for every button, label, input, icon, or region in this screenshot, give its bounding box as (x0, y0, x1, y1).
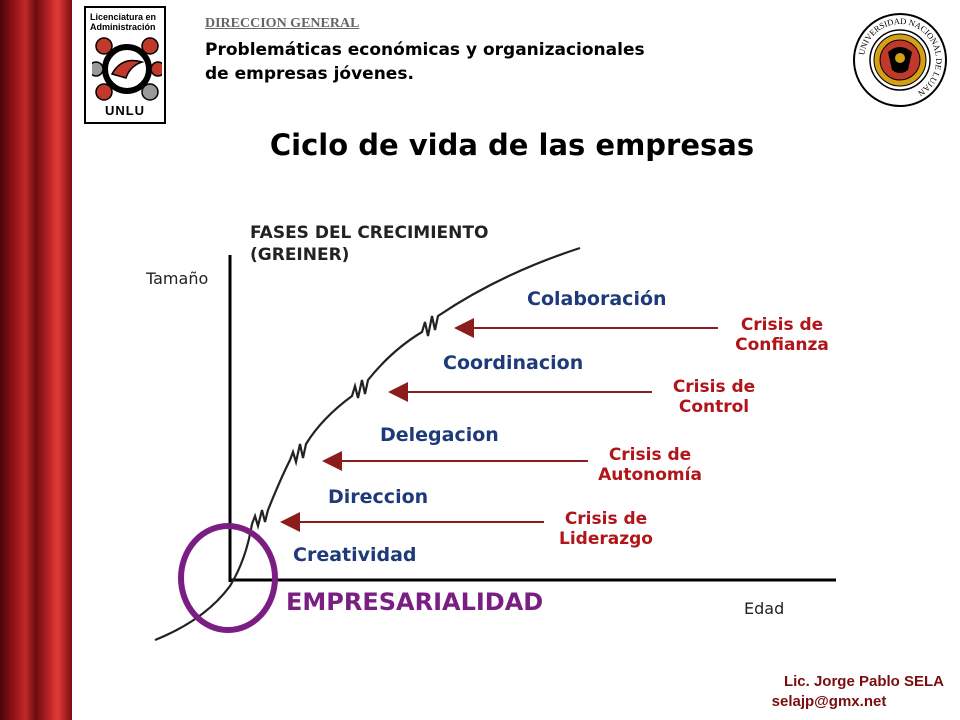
phase-label-direccion: Direccion (328, 486, 428, 508)
y-axis-label: Tamaño (145, 269, 208, 288)
diagram-heading-line-1: FASES DEL CRECIMIENTO (250, 223, 488, 243)
author-name: Lic. Jorge Pablo SELA (783, 673, 944, 690)
department-label: DIRECCION GENERAL (205, 16, 360, 31)
x-axis-label: Edad (744, 599, 784, 618)
crisis-autonomia-line-2: Autonomía (598, 465, 702, 485)
crisis-liderazgo-line-2: Liderazgo (559, 529, 653, 549)
logo-text: Licenciatura en Administración (90, 12, 157, 32)
phase-label-creatividad: Creatividad (293, 544, 417, 566)
university-seal-icon: UNIVERSIDAD NACIONAL DE LUJAN (853, 13, 947, 107)
decorative-sidebar (0, 0, 72, 720)
logo-brand: UNLU (104, 103, 146, 118)
subtitle-line-2: de empresas jóvenes. (205, 64, 414, 84)
crisis-control-line-2: Control (679, 397, 749, 417)
entrepreneurship-circle (178, 523, 278, 633)
phase-label-colaboracion: Colaboración (527, 288, 667, 310)
author-block: Lic. Jorge Pablo SELA selajp@gmx.net (700, 672, 944, 712)
growth-curve (154, 246, 581, 642)
crisis-autonomia-line-1: Crisis de (609, 445, 691, 465)
crisis-confianza-line-2: Confianza (735, 335, 829, 355)
slide-title: Ciclo de vida de las empresas (269, 128, 755, 162)
crisis-liderazgo-line-1: Crisis de (565, 509, 647, 529)
phase-label-delegacion: Delegacion (380, 424, 499, 446)
phase-label-coordinacion: Coordinacion (443, 352, 583, 374)
diagram-heading-line-2: (GREINER) (250, 245, 349, 265)
presentation-subtitle: Problemáticas económicas y organizaciona… (205, 38, 725, 86)
subtitle-line-1: Problemáticas económicas y organizaciona… (205, 40, 645, 60)
entrepreneurship-label: EMPRESARIALIDAD (286, 588, 543, 616)
crisis-control-line-1: Crisis de (673, 377, 755, 397)
program-logo: Licenciatura en Administración UNLU (84, 6, 166, 124)
logo-emblem-icon (92, 37, 162, 101)
author-email: selajp@gmx.net (771, 693, 887, 710)
crisis-confianza-line-1: Crisis de (741, 315, 823, 335)
